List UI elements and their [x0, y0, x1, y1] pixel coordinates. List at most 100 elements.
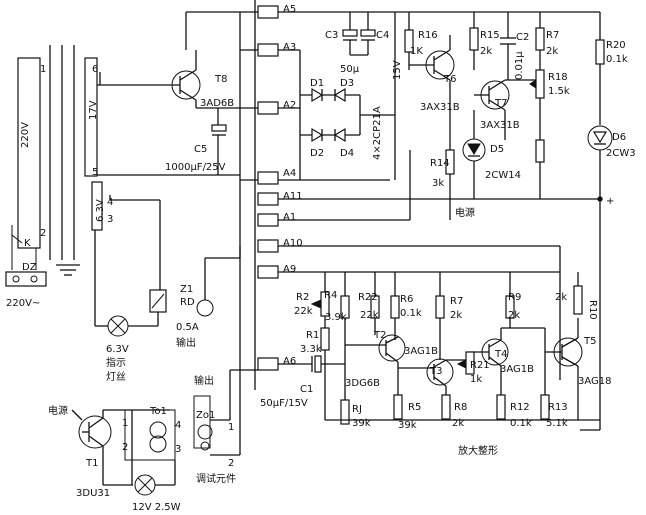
pin-A1: A1: [257, 212, 296, 227]
svg-text:3: 3: [107, 214, 113, 225]
svg-text:R2: R2: [296, 292, 309, 303]
svg-text:R14: R14: [430, 158, 450, 169]
svg-text:R12: R12: [510, 402, 530, 413]
pin-A11: A11: [257, 191, 303, 206]
svg-text:3DU31: 3DU31: [76, 488, 110, 499]
svg-text:3AG1B: 3AG1B: [404, 346, 438, 357]
pin-A2: A2: [257, 100, 296, 115]
power-caption: 电源: [455, 206, 475, 219]
svg-text:DZ: DZ: [22, 262, 37, 273]
svg-text:R7: R7: [450, 296, 463, 307]
pin-A9: A9: [257, 264, 296, 279]
svg-text:3DG6B: 3DG6B: [345, 378, 380, 389]
bridge-rectifier: D1 D3 D2 D4 4×2CP21A: [300, 12, 396, 180]
svg-text:R15: R15: [480, 30, 500, 41]
svg-text:R18: R18: [548, 72, 568, 83]
svg-text:输出: 输出: [176, 336, 196, 349]
svg-text:R22: R22: [358, 292, 378, 303]
svg-text:3AX31B: 3AX31B: [420, 102, 460, 113]
transformer-secondary: 6 17V 5 4 6.3V 3: [84, 57, 113, 231]
svg-text:R7: R7: [546, 30, 559, 41]
svg-text:17V: 17V: [88, 100, 99, 120]
svg-text:R20: R20: [606, 40, 626, 51]
svg-text:2k: 2k: [480, 46, 492, 57]
svg-text:6: 6: [92, 64, 98, 75]
svg-text:1K: 1K: [410, 46, 423, 57]
svg-text:1.5k: 1.5k: [548, 86, 570, 97]
svg-text:Zo1: Zo1: [196, 410, 215, 421]
svg-text:A3: A3: [283, 42, 296, 53]
svg-text:2k: 2k: [450, 310, 462, 321]
svg-text:指示: 指示: [106, 356, 126, 369]
svg-text:A10: A10: [283, 238, 303, 249]
capacitors-C3-C4: C3 C4 50μ: [325, 12, 389, 75]
svg-text:A11: A11: [283, 191, 303, 202]
svg-text:0.01μ: 0.01μ: [514, 51, 525, 80]
svg-text:To1: To1: [149, 406, 167, 417]
svg-text:R8: R8: [454, 402, 467, 413]
svg-text:T1: T1: [85, 458, 98, 469]
svg-text:2k: 2k: [546, 46, 558, 57]
svg-text:R1: R1: [306, 330, 319, 341]
svg-text:调试元件: 调试元件: [196, 472, 236, 485]
svg-text:3: 3: [175, 444, 181, 455]
svg-text:2CW14: 2CW14: [485, 170, 521, 181]
svg-text:22k: 22k: [294, 306, 313, 317]
svg-text:电源: 电源: [48, 404, 68, 417]
svg-text:0.1k: 0.1k: [510, 418, 532, 429]
svg-text:5.1k: 5.1k: [546, 418, 568, 429]
svg-text:C4: C4: [376, 30, 389, 41]
svg-text:6.3V: 6.3V: [95, 199, 106, 222]
svg-text:R13: R13: [548, 402, 568, 413]
svg-text:4×2CP21A: 4×2CP21A: [372, 106, 383, 160]
svg-text:RJ: RJ: [352, 404, 362, 415]
svg-text:R16: R16: [418, 30, 438, 41]
svg-text:1: 1: [228, 422, 234, 433]
svg-text:C1: C1: [300, 384, 313, 395]
svg-text:0.5A: 0.5A: [176, 322, 199, 333]
svg-text:R9: R9: [508, 292, 521, 303]
svg-text:R6: R6: [400, 294, 413, 305]
svg-text:2: 2: [40, 228, 46, 239]
svg-text:220V: 220V: [20, 122, 31, 148]
svg-text:C5: C5: [194, 144, 207, 155]
svg-text:T8: T8: [214, 74, 227, 85]
svg-text:39k: 39k: [398, 420, 417, 431]
svg-text:2: 2: [122, 442, 128, 453]
svg-text:T4: T4: [494, 349, 507, 360]
svg-text:1: 1: [122, 418, 128, 429]
svg-text:输出: 输出: [194, 374, 214, 387]
plus-mark: +: [606, 196, 614, 207]
svg-text:A6: A6: [283, 356, 296, 367]
svg-text:D2: D2: [310, 148, 324, 159]
svg-text:15V: 15V: [392, 60, 403, 80]
svg-text:T3: T3: [429, 366, 442, 377]
svg-text:R5: R5: [408, 402, 421, 413]
svg-text:5: 5: [92, 167, 98, 178]
svg-text:39k: 39k: [352, 418, 371, 429]
svg-text:0.1k: 0.1k: [400, 308, 422, 319]
mains-input: 1 220V 2 K DZ 220V~: [5, 45, 80, 309]
svg-text:K: K: [24, 238, 31, 249]
svg-text:D1: D1: [310, 78, 324, 89]
svg-text:50μF/15V: 50μF/15V: [260, 398, 308, 409]
supply-label: 220V~: [6, 298, 40, 309]
amp-caption: 放大整形: [458, 444, 498, 457]
svg-text:12V 2.5W: 12V 2.5W: [132, 502, 181, 513]
svg-text:2k: 2k: [452, 418, 464, 429]
indicator-lamp: 6.3V 指示 灯丝: [94, 199, 167, 383]
svg-text:D5: D5: [490, 144, 504, 155]
svg-text:T2: T2: [373, 330, 386, 341]
test-fixture: 电源 T1 3DU31 To1 4 3 1 2 12V 2.5W 输出 Zo1: [48, 246, 258, 513]
svg-text:1: 1: [40, 64, 46, 75]
svg-text:3AG1B: 3AG1B: [500, 364, 534, 375]
svg-text:3AX31B: 3AX31B: [480, 120, 520, 131]
svg-text:3k: 3k: [432, 178, 444, 189]
svg-text:2CW3: 2CW3: [606, 148, 636, 159]
svg-text:A2: A2: [283, 100, 296, 111]
pin-A3: A3: [257, 42, 296, 57]
svg-text:灯丝: 灯丝: [106, 371, 126, 383]
svg-text:A4: A4: [283, 168, 296, 179]
svg-text:2k: 2k: [555, 292, 567, 303]
